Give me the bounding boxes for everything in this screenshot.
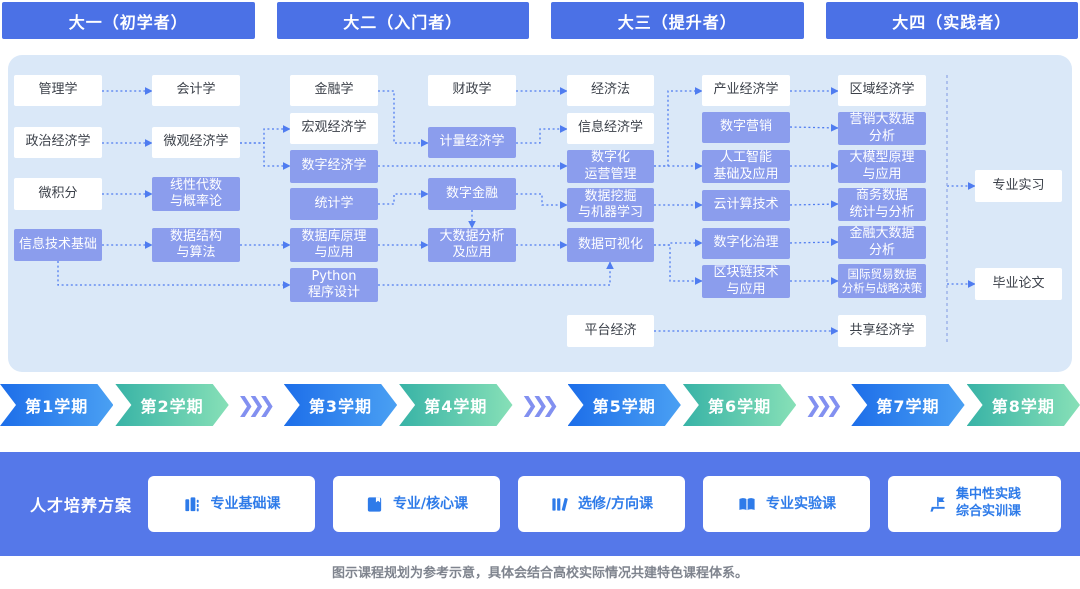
course-node: 数字化 运营管理 <box>567 150 654 183</box>
course-node: 商务数据 统计与分析 <box>838 188 926 221</box>
legend-band: 人才培养方案 专业基础课 专业/核心课 选修/方向课 专业实验课 集中性实践 综合实训课 <box>0 452 1080 556</box>
course-node: 数字营销 <box>702 112 790 143</box>
year-header-item: 大三（提升者） <box>551 2 804 39</box>
flow-arrow <box>378 90 429 147</box>
flow-arrow <box>57 261 291 289</box>
practice-flag-icon <box>928 495 947 514</box>
curriculum-panel: 管理学政治经济学微积分信息技术基础 会计学微观经济学线性代数 与概率论数据结构 与… <box>8 55 1072 372</box>
course-node: 专业实习 <box>975 170 1062 202</box>
bookshelf-icon <box>550 495 569 514</box>
books-stack-icon <box>183 495 202 514</box>
semester-timeline: 第1学期第2学期 ❯❯❯ 第3学期第4学期 ❯❯❯ 第5学期第6学期 ❯❯❯ 第7学期第8学… <box>0 384 1080 426</box>
legend-item-label: 专业基础课 <box>210 495 281 512</box>
course-node: 微观经济学 <box>152 127 240 158</box>
year-header: 大一（初学者） 大二（入门者） 大三（提升者） 大四（实践者） <box>2 2 1078 39</box>
legend-item: 专业实验课 <box>703 476 870 532</box>
flow-arrow <box>789 238 839 247</box>
semester-chevron: 第6学期 <box>683 384 796 426</box>
semester-chevron: 第7学期 <box>851 384 964 426</box>
course-node: 大模型原理 与应用 <box>838 150 926 183</box>
flow-arrow <box>516 193 568 209</box>
semester-chevron: 第1学期 <box>0 384 113 426</box>
legend-item: 专业/核心课 <box>333 476 500 532</box>
course-node: 宏观经济学 <box>290 113 378 144</box>
legend-item-label: 选修/方向课 <box>577 495 654 512</box>
flow-arrow <box>240 142 291 170</box>
semester-chevron: 第3学期 <box>284 384 397 426</box>
course-node: 经济法 <box>567 75 654 106</box>
course-node: 云计算技术 <box>702 190 790 221</box>
legend-cards: 专业基础课 专业/核心课 选修/方向课 专业实验课 集中性实践 综合实训课 <box>148 476 1061 532</box>
legend-item-label: 集中性实践 综合实训课 <box>955 487 1021 519</box>
course-node: 统计学 <box>290 188 378 220</box>
flow-arrow <box>654 87 703 167</box>
course-node: 计量经济学 <box>428 127 516 158</box>
course-node: 数据挖掘 与机器学习 <box>567 188 654 222</box>
flow-arrow <box>789 123 839 132</box>
course-node: 人工智能 基础及应用 <box>702 150 790 183</box>
flow-arrow <box>516 125 568 144</box>
legend-item: 专业基础课 <box>148 476 315 532</box>
course-node: 数字金融 <box>428 178 516 210</box>
legend-item-label: 专业实验课 <box>766 495 836 512</box>
course-node: 会计学 <box>152 75 240 106</box>
fast-forward-icon: ❯❯❯ <box>804 393 843 417</box>
year-header-item: 大二（入门者） <box>276 2 529 39</box>
course-node: 管理学 <box>14 75 102 106</box>
semester-chevron: 第5学期 <box>568 384 681 426</box>
course-node: 区块链技术 与应用 <box>702 265 790 298</box>
legend-item: 集中性实践 综合实训课 <box>888 476 1061 532</box>
course-node: 金融学 <box>290 75 378 106</box>
course-node: 数据库原理 与应用 <box>290 228 378 262</box>
legend-item: 选修/方向课 <box>518 476 685 532</box>
course-node: 微积分 <box>14 178 102 210</box>
book-icon <box>365 495 384 514</box>
course-node: 数字经济学 <box>290 150 378 183</box>
course-node: 信息技术基础 <box>14 229 102 261</box>
course-node: 共享经济学 <box>838 315 926 347</box>
flow-arrow <box>240 125 291 144</box>
course-node: 国际贸易数据 分析与战略决策 <box>838 264 926 298</box>
fast-forward-icon: ❯❯❯ <box>236 393 276 417</box>
course-node: 线性代数 与概率论 <box>152 177 240 211</box>
footer-note: 图示课程规划为参考示意，具体会结合高校实际情况共建特色课程体系。 <box>331 566 748 581</box>
legend-item-label: 专业/核心课 <box>392 495 469 512</box>
year-header-item: 大四（实践者） <box>825 2 1078 39</box>
flow-arrow <box>789 200 839 209</box>
semester-chevron: 第4学期 <box>399 384 512 426</box>
course-node: 政治经济学 <box>14 127 102 158</box>
flow-arrow <box>654 244 703 285</box>
course-node: 数据结构 与算法 <box>152 228 240 262</box>
legend-title: 人才培养方案 <box>30 496 133 515</box>
course-node: 数字化治理 <box>702 228 790 259</box>
course-node: 金融大数据 分析 <box>838 226 926 259</box>
semester-chevron: 第8学期 <box>967 384 1080 426</box>
flow-arrow <box>378 261 614 286</box>
course-node: 区域经济学 <box>838 75 926 106</box>
year-header-item: 大一（初学者） <box>2 2 255 39</box>
course-node: 毕业论文 <box>975 268 1062 300</box>
semester-chevron: 第2学期 <box>115 384 228 426</box>
flow-arrow <box>654 239 703 247</box>
course-node: 大数据分析 及应用 <box>428 228 516 262</box>
fast-forward-icon: ❯❯❯ <box>520 393 560 417</box>
course-node: 信息经济学 <box>567 113 654 144</box>
course-node: Python 程序设计 <box>290 268 378 302</box>
flow-arrow <box>378 190 429 205</box>
course-node: 数据可视化 <box>567 228 654 262</box>
course-node: 产业经济学 <box>702 75 790 106</box>
open-book-icon <box>737 495 757 514</box>
course-node: 财政学 <box>428 75 516 106</box>
course-node: 平台经济 <box>567 315 654 347</box>
course-node: 营销大数据 分析 <box>838 112 926 145</box>
